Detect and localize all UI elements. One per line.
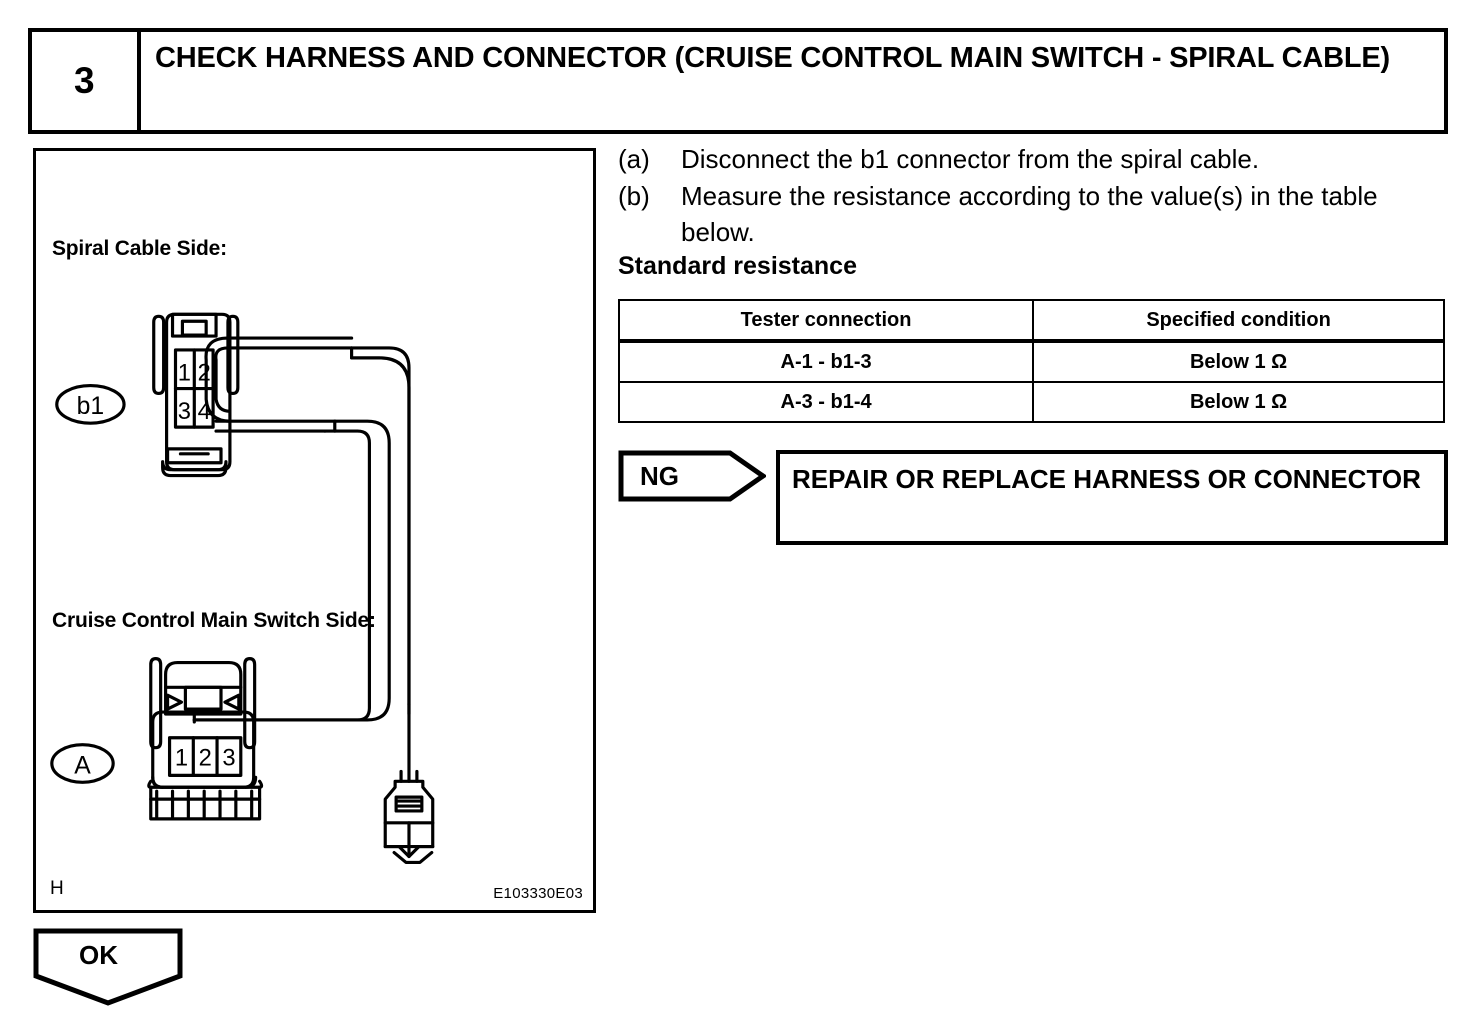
a-pin-3: 3: [222, 745, 235, 771]
step-title: CHECK HARNESS AND CONNECTOR (CRUISE CONT…: [155, 42, 1390, 74]
figure-corner-letter: H: [50, 878, 64, 899]
step-title-cell: CHECK HARNESS AND CONNECTOR (CRUISE CONT…: [141, 32, 1444, 130]
connector-label-a: A: [74, 752, 91, 779]
ok-result-block: OK: [33, 928, 183, 1006]
ng-arrow-tag: [618, 450, 766, 502]
ng-action-box: REPAIR OR REPLACE HARNESS OR CONNECTOR: [776, 450, 1448, 545]
column-header-tester-connection: Tester connection: [617, 299, 1035, 343]
caption-spiral-cable-side: Spiral Cable Side:: [52, 237, 227, 260]
step-number: 3: [73, 60, 96, 101]
table-header-row: Tester connection Specified condition: [617, 299, 1445, 343]
a-pin-1: 1: [175, 745, 188, 771]
ng-action-text: REPAIR OR REPLACE HARNESS OR CONNECTOR: [792, 464, 1421, 494]
table-row: A-3 - b1-4 Below 1 Ω: [617, 381, 1445, 423]
instruction-item: (a) Disconnect the b1 connector from the…: [618, 142, 1448, 178]
instructions-list: (a) Disconnect the b1 connector from the…: [618, 142, 1448, 252]
figure-panel: Spiral Cable Side: Cruise Control Main S…: [33, 148, 596, 913]
a-pin-2: 2: [199, 745, 212, 771]
standard-resistance-table: Tester connection Specified condition A-…: [617, 299, 1445, 423]
cell-tester-connection: A-3 - b1-4: [617, 381, 1035, 423]
ng-label: NG: [640, 461, 679, 491]
ok-label: OK: [79, 940, 118, 970]
b1-pin-3: 3: [178, 399, 191, 425]
cell-specified-condition: Below 1 Ω: [1032, 381, 1445, 423]
caption-cruise-control-main-switch-side: Cruise Control Main Switch Side:: [52, 609, 376, 632]
instruction-marker: (b): [618, 180, 650, 211]
ng-result-block: NG REPAIR OR REPLACE HARNESS OR CONNECTO…: [618, 450, 1448, 545]
instruction-text: Measure the resistance according to the …: [681, 180, 1378, 247]
step-number-cell: 3: [32, 32, 141, 130]
b1-pin-1: 1: [178, 361, 191, 387]
ok-arrow-tag: [33, 928, 183, 1006]
table-row: A-1 - b1-3 Below 1 Ω: [617, 340, 1445, 383]
b1-pin-2: 2: [198, 361, 211, 387]
tester-probe-icon: [383, 769, 435, 865]
step-header: 3 CHECK HARNESS AND CONNECTOR (CRUISE CO…: [28, 28, 1448, 134]
instruction-text: Disconnect the b1 connector from the spi…: [681, 144, 1260, 174]
wiring-diagram: 1 2 3 4 b1: [50, 312, 435, 865]
column-header-specified-condition: Specified condition: [1032, 299, 1445, 343]
connector-label-b1: b1: [77, 393, 105, 420]
cell-specified-condition: Below 1 Ω: [1032, 340, 1445, 383]
cell-tester-connection: A-1 - b1-3: [617, 340, 1035, 383]
standard-resistance-heading: Standard resistance: [618, 252, 857, 280]
connector-label-b1-oval: b1: [55, 383, 126, 425]
figure-code: E103330E03: [493, 885, 583, 902]
instruction-item: (b) Measure the resistance according to …: [618, 179, 1448, 251]
connector-label-a-oval: A: [50, 743, 115, 784]
instruction-marker: (a): [618, 144, 650, 174]
